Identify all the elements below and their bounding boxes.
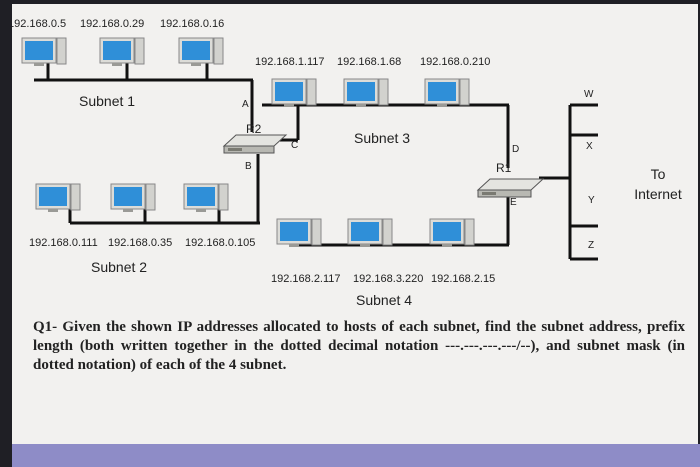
to-internet-label: To Internet bbox=[634, 166, 682, 202]
port-label-y: Y bbox=[588, 195, 595, 206]
subnet4-host-ip: 192.168.2.117 bbox=[271, 273, 341, 285]
computer-icon bbox=[276, 218, 322, 247]
computer-icon bbox=[424, 78, 470, 107]
computer-icon bbox=[347, 218, 393, 247]
subnet3-label: Subnet 3 bbox=[354, 130, 411, 146]
router-r1 bbox=[476, 178, 545, 198]
port-label-e: E bbox=[510, 197, 517, 208]
subnet2-label: Subnet 2 bbox=[91, 259, 148, 275]
subnet2-host-ip: 192.168.0.35 bbox=[108, 237, 173, 249]
port-label-w: W bbox=[584, 89, 594, 100]
computer-icon bbox=[178, 37, 224, 66]
subnet4-host-ip: 192.168.2.15 bbox=[431, 273, 496, 285]
subnet4-host-ip: 192.168.3.220 bbox=[353, 273, 424, 285]
subnet3-host-ip: 192.168.1.117 bbox=[255, 56, 325, 68]
subnet3-host-ip: 192.168.1.68 bbox=[337, 56, 402, 68]
computer-icon bbox=[21, 37, 67, 66]
subnet1-label: Subnet 1 bbox=[79, 93, 136, 109]
computer-icon bbox=[429, 218, 475, 247]
computer-icon bbox=[99, 37, 145, 66]
subnet3-host-ip: 192.168.0.210 bbox=[420, 56, 491, 68]
subnet1-host-ip: 192.168.0.5 bbox=[12, 18, 67, 30]
router-r2-label: R2 bbox=[246, 122, 262, 136]
worksheet-photo: 192.168.0.5 192.168.0.29 192.168.0.16 Su… bbox=[12, 4, 698, 444]
port-label-c: C bbox=[291, 140, 299, 151]
subnet2-host-ip: 192.168.0.111 bbox=[29, 237, 98, 249]
port-label-z: Z bbox=[588, 240, 595, 251]
router-r1-label: R1 bbox=[496, 161, 512, 175]
subnet1-host-ip: 192.168.0.16 bbox=[160, 18, 225, 30]
subnet2-host-ip: 192.168.0.105 bbox=[185, 237, 256, 249]
subnet4-label: Subnet 4 bbox=[356, 292, 413, 308]
port-label-a: A bbox=[242, 99, 249, 110]
subnet1-host-ip: 192.168.0.29 bbox=[80, 18, 145, 30]
computer-icon bbox=[183, 183, 229, 212]
router-r2 bbox=[222, 134, 288, 154]
computer-icon bbox=[35, 183, 81, 212]
port-label-d: D bbox=[512, 144, 520, 155]
question-text: Q1- Given the shown IP addresses allocat… bbox=[33, 319, 685, 373]
port-label-b: B bbox=[245, 161, 252, 172]
computer-icon bbox=[343, 78, 389, 107]
computer-icon bbox=[271, 78, 317, 107]
computer-icon bbox=[110, 183, 156, 212]
footer-band bbox=[12, 444, 700, 467]
port-label-x: X bbox=[586, 141, 593, 152]
network-diagram bbox=[21, 37, 598, 261]
